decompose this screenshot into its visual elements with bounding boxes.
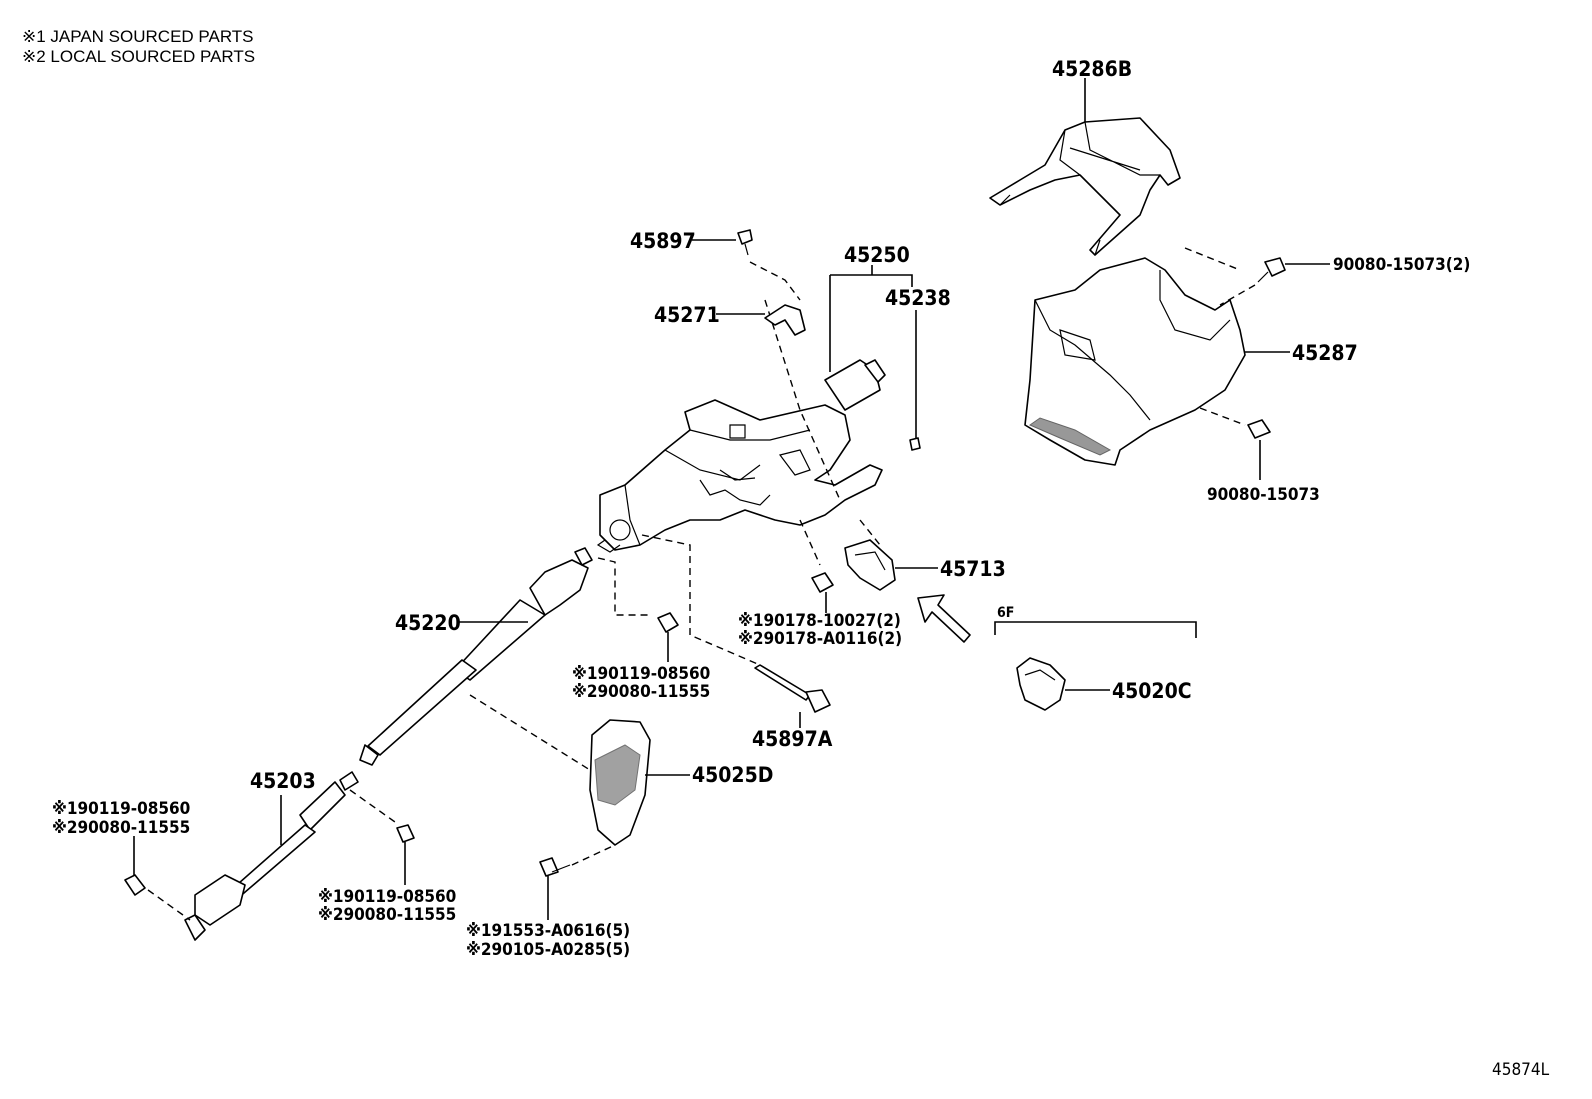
lock-45020C[interactable] [1016,657,1066,711]
label-90080-15073-2: 90080-15073(2) [1333,255,1470,275]
label-90119-mid-japan: ※190119-08560 [318,887,456,907]
screw-91553[interactable] [539,857,571,877]
label-91553-japan: ※191553-A0616(5) [466,921,630,941]
label-45287: 45287 [1292,341,1358,365]
lower-shaft[interactable] [184,771,359,941]
diagram-code: 45874L [1492,1060,1550,1080]
nut-90178[interactable] [811,572,834,593]
bolt-45897[interactable] [737,229,753,256]
label-45250: 45250 [844,243,910,267]
intermediate-shaft[interactable] [359,547,593,766]
screw-90080-15073[interactable] [1247,419,1271,439]
direction-arrow [917,594,971,643]
label-90178-local: ※290178-A0116(2) [738,629,902,649]
screw-90080-15073-2[interactable] [1257,257,1286,283]
label-45025D: 45025D [692,763,773,787]
label-90080-left-local: ※290080-11555 [52,818,190,838]
label-45713: 45713 [940,557,1006,581]
label-45238: 45238 [885,286,951,310]
bracket-45271[interactable] [764,304,806,336]
label-45203: 45203 [250,769,316,793]
steering-column-assembly[interactable] [596,359,886,553]
bolt-45897A[interactable] [754,664,831,713]
label-45271: 45271 [654,303,720,327]
label-90105-local: ※290105-A0285(5) [466,940,630,960]
label-6F: 6F [997,605,1014,621]
label-45020C: 45020C [1112,679,1192,703]
label-90119-left-japan: ※190119-08560 [52,799,190,819]
bracket-45713[interactable] [844,539,896,591]
label-45897A: 45897A [752,727,833,751]
legend-japan: ※1 JAPAN SOURCED PARTS [22,27,254,46]
upper-column-cover[interactable] [989,117,1181,256]
label-45220: 45220 [395,611,461,635]
bolt-90119-upper[interactable] [657,612,679,633]
cover-45025D[interactable] [589,719,651,846]
label-45286B: 45286B [1052,57,1132,81]
clip-45238[interactable] [909,437,921,451]
legend-local: ※2 LOCAL SOURCED PARTS [22,47,256,66]
label-90119-upper-japan: ※190119-08560 [572,664,710,684]
bolt-90119-left[interactable] [124,874,146,896]
lower-column-cover[interactable] [1024,257,1246,466]
label-90080-15073: 90080-15073 [1207,485,1320,505]
label-45897: 45897 [630,229,696,253]
label-90080-mid-local: ※290080-11555 [318,905,456,925]
label-90080-upper-local: ※290080-11555 [572,682,710,702]
bolt-90119-mid[interactable] [396,824,415,843]
label-90178-japan: ※190178-10027(2) [738,611,901,631]
